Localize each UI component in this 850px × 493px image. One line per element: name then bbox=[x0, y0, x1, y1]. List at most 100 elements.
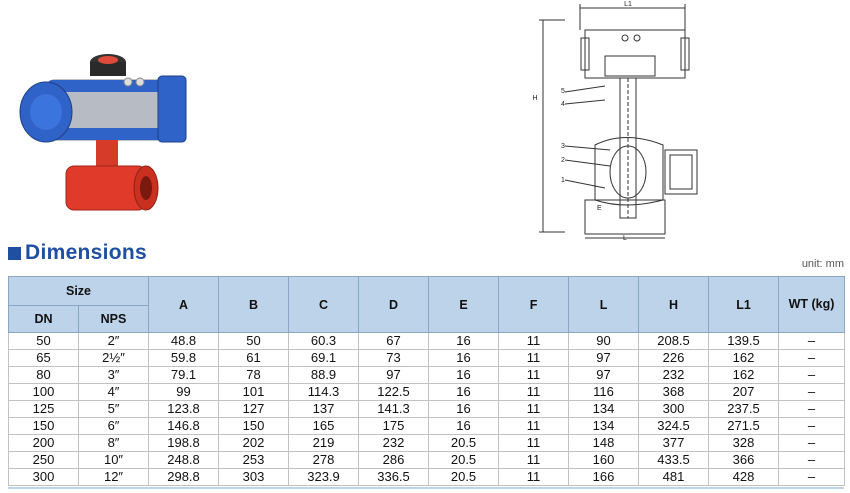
cell-a: 123.8 bbox=[148, 400, 220, 418]
cell-dn: 150 bbox=[8, 417, 79, 435]
cell-a: 198.8 bbox=[148, 434, 220, 452]
cell-b: 61 bbox=[218, 349, 290, 367]
cell-h: 481 bbox=[638, 468, 710, 486]
cell-e: 20.5 bbox=[428, 434, 500, 452]
cell-l: 160 bbox=[568, 451, 640, 469]
cell-f: 11 bbox=[498, 468, 570, 486]
cell-h: 368 bbox=[638, 383, 710, 401]
cell-dn: 80 bbox=[8, 366, 79, 384]
heading-square-icon bbox=[8, 246, 21, 260]
cell-h: 226 bbox=[638, 349, 710, 367]
cell-wt: – bbox=[778, 366, 846, 384]
cell-l1: 366 bbox=[708, 451, 780, 469]
cell-dn: 100 bbox=[8, 383, 79, 401]
cell-f: 11 bbox=[498, 383, 570, 401]
cell-l1: 162 bbox=[708, 366, 780, 384]
bottom-rule bbox=[8, 487, 844, 489]
cell-dn: 125 bbox=[8, 400, 79, 418]
drawing-callout-4: 4 bbox=[561, 101, 565, 108]
drawing-label-l1: L1 bbox=[624, 1, 632, 8]
cell-c: 88.9 bbox=[288, 366, 360, 384]
cell-f: 11 bbox=[498, 434, 570, 452]
header-size: Size bbox=[7, 276, 150, 306]
technical-drawing: L1 H 5 4 3 2 1 E L bbox=[532, 1, 698, 240]
header-a: A bbox=[148, 276, 220, 333]
cell-a: 99 bbox=[148, 383, 220, 401]
cell-e: 16 bbox=[428, 417, 500, 435]
cell-nps: 6″ bbox=[77, 417, 150, 435]
cell-c: 60.3 bbox=[288, 332, 360, 350]
cell-d: 122.5 bbox=[358, 383, 430, 401]
cell-a: 79.1 bbox=[148, 366, 220, 384]
cell-wt: – bbox=[778, 400, 846, 418]
cell-nps: 5″ bbox=[77, 400, 150, 418]
cell-nps: 12″ bbox=[77, 468, 150, 486]
cell-d: 97 bbox=[358, 366, 430, 384]
cell-b: 253 bbox=[218, 451, 290, 469]
cell-a: 146.8 bbox=[148, 417, 220, 435]
cell-c: 219 bbox=[288, 434, 360, 452]
cell-c: 323.9 bbox=[288, 468, 360, 486]
drawing-label-h: H bbox=[532, 95, 537, 102]
cell-h: 232 bbox=[638, 366, 710, 384]
cell-nps: 4″ bbox=[77, 383, 150, 401]
cell-e: 16 bbox=[428, 383, 500, 401]
cell-a: 298.8 bbox=[148, 468, 220, 486]
cell-l: 134 bbox=[568, 417, 640, 435]
cell-e: 16 bbox=[428, 332, 500, 350]
cell-c: 69.1 bbox=[288, 349, 360, 367]
cell-c: 165 bbox=[288, 417, 360, 435]
cell-l1: 162 bbox=[708, 349, 780, 367]
cell-nps: 2½″ bbox=[77, 349, 150, 367]
cell-b: 202 bbox=[218, 434, 290, 452]
cell-b: 303 bbox=[218, 468, 290, 486]
header-f: F bbox=[498, 276, 570, 333]
drawing-callout-2: 2 bbox=[561, 157, 565, 164]
cell-l1: 237.5 bbox=[708, 400, 780, 418]
cell-wt: – bbox=[778, 434, 846, 452]
cell-b: 150 bbox=[218, 417, 290, 435]
cell-f: 11 bbox=[498, 349, 570, 367]
cell-l: 97 bbox=[568, 366, 640, 384]
cell-nps: 2″ bbox=[77, 332, 150, 350]
cell-h: 377 bbox=[638, 434, 710, 452]
cell-h: 324.5 bbox=[638, 417, 710, 435]
cell-dn: 200 bbox=[8, 434, 79, 452]
drawing-callout-5: 5 bbox=[561, 88, 565, 95]
cell-d: 336.5 bbox=[358, 468, 430, 486]
drawing-callout-3: 3 bbox=[561, 143, 565, 150]
product-photo bbox=[19, 54, 187, 211]
cell-l: 90 bbox=[568, 332, 640, 350]
cell-dn: 300 bbox=[8, 468, 79, 486]
cell-nps: 8″ bbox=[77, 434, 150, 452]
cell-nps: 10″ bbox=[77, 451, 150, 469]
cell-e: 20.5 bbox=[428, 451, 500, 469]
cell-f: 11 bbox=[498, 400, 570, 418]
header-dn: DN bbox=[8, 305, 79, 333]
cell-l: 166 bbox=[568, 468, 640, 486]
cell-l: 148 bbox=[568, 434, 640, 452]
section-heading: Dimensions bbox=[8, 240, 147, 266]
cell-d: 175 bbox=[358, 417, 430, 435]
cell-l1: 428 bbox=[708, 468, 780, 486]
cell-b: 101 bbox=[218, 383, 290, 401]
cell-h: 433.5 bbox=[638, 451, 710, 469]
cell-c: 114.3 bbox=[288, 383, 360, 401]
cell-d: 286 bbox=[358, 451, 430, 469]
header-b: B bbox=[218, 276, 290, 333]
header-wt: WT (kg) bbox=[778, 276, 846, 333]
cell-d: 232 bbox=[358, 434, 430, 452]
header-nps: NPS bbox=[77, 305, 150, 333]
cell-a: 59.8 bbox=[148, 349, 220, 367]
cell-h: 208.5 bbox=[638, 332, 710, 350]
cell-dn: 50 bbox=[8, 332, 79, 350]
cell-b: 50 bbox=[218, 332, 290, 350]
dimensions-table: Size A B C D E F L H L1 WT (kg) DN NPS 5… bbox=[7, 276, 846, 486]
drawing-callout-1: 1 bbox=[561, 177, 565, 184]
